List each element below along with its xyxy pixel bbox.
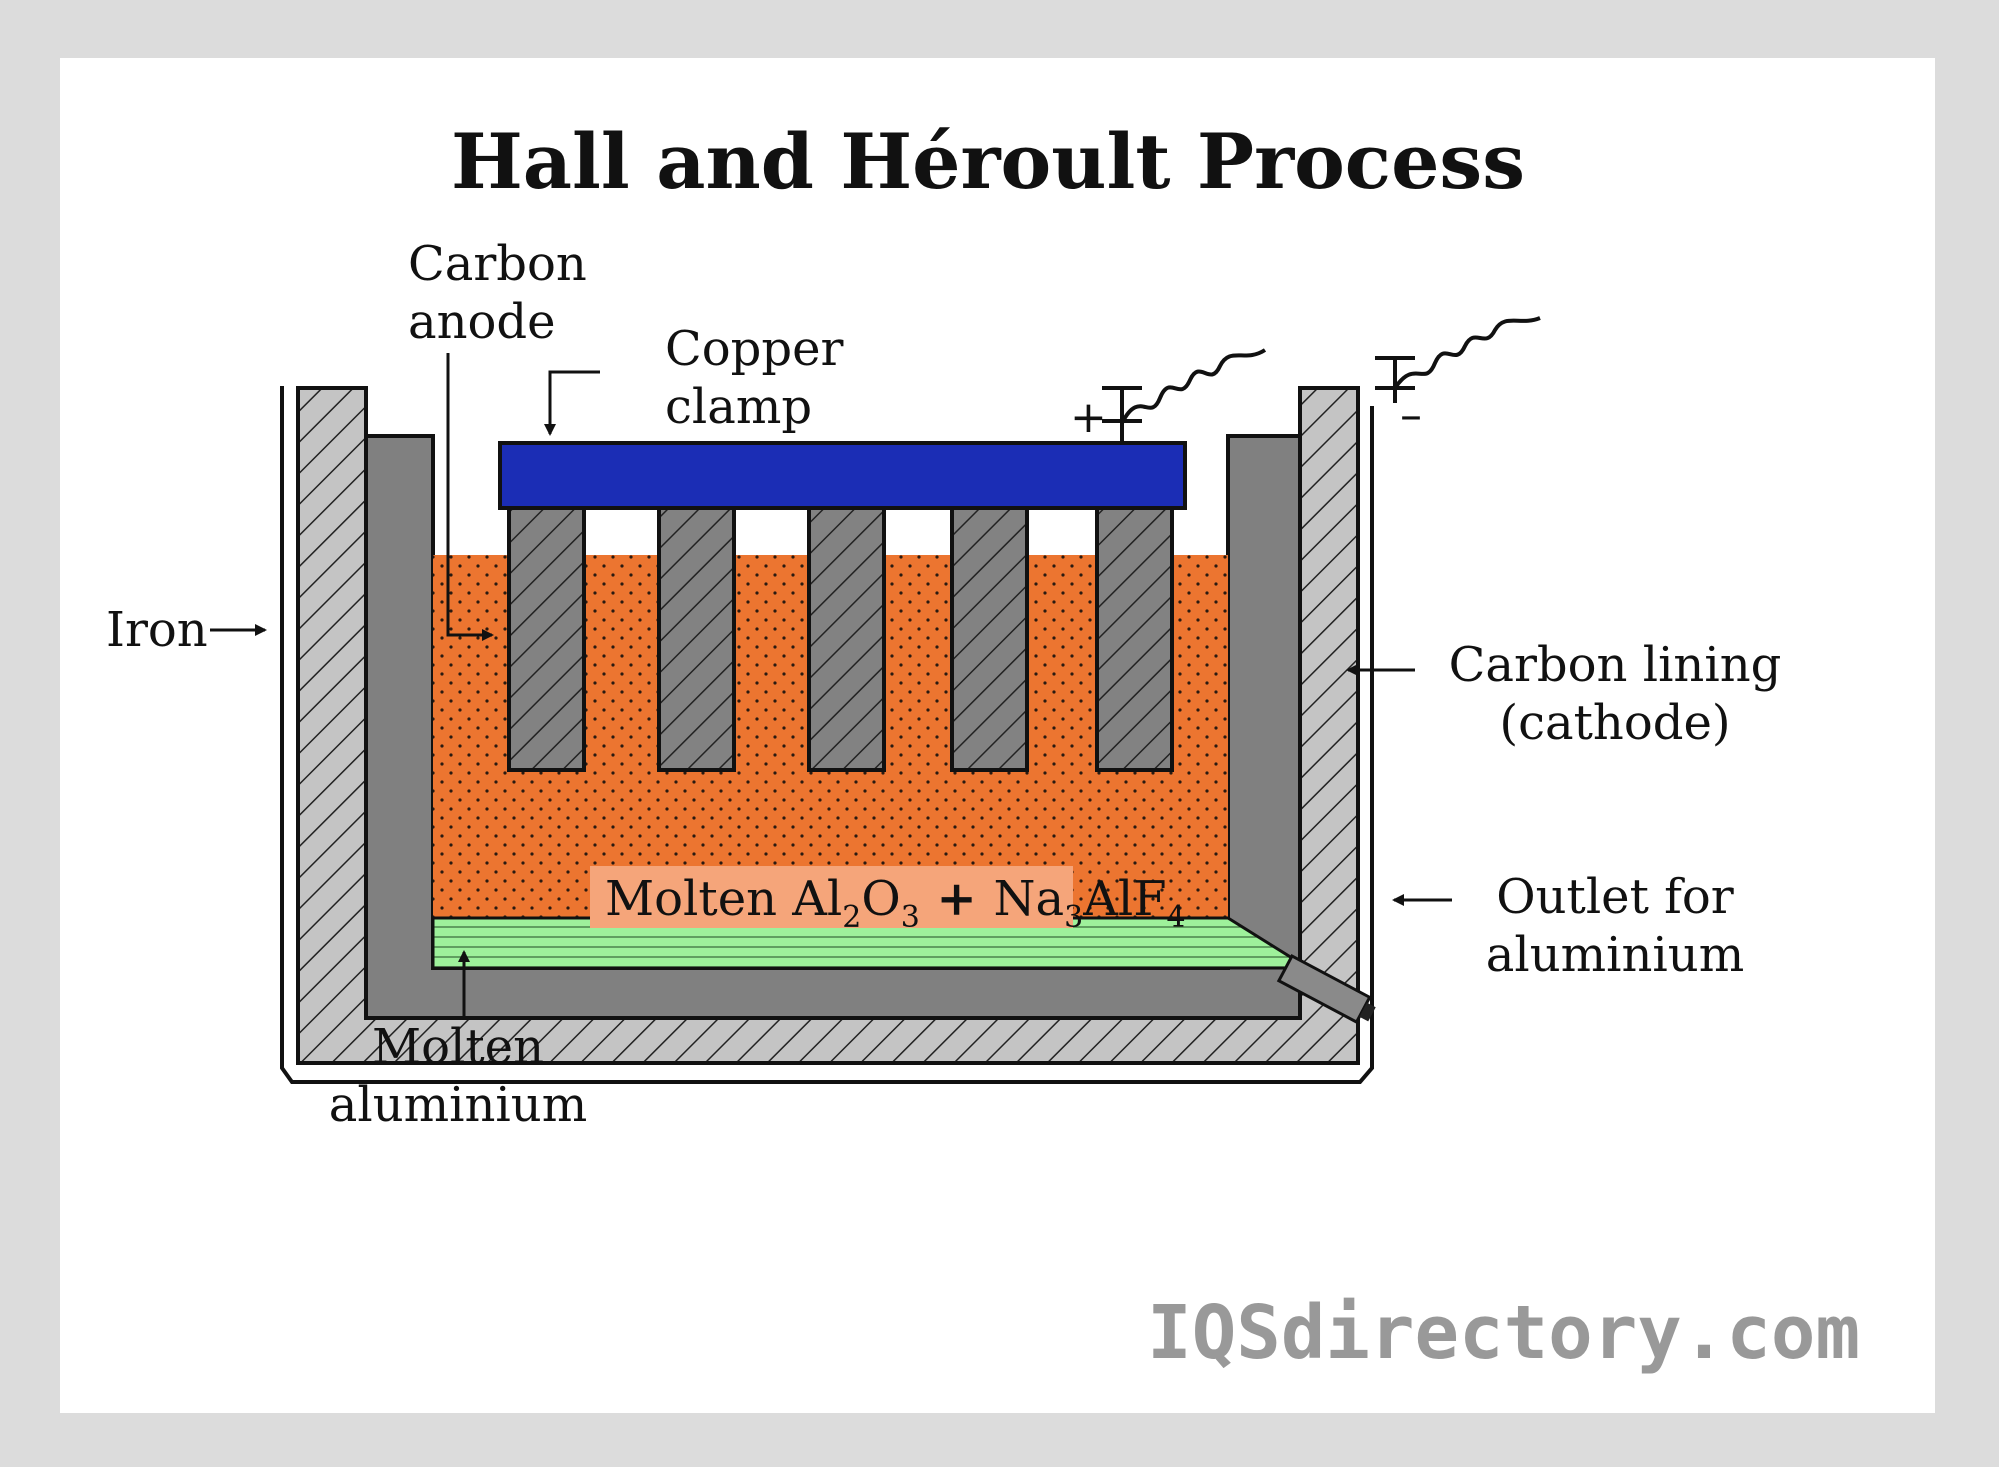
copper-clamp	[498, 441, 1187, 510]
watermark: IQSdirectory.com	[1147, 1290, 1860, 1376]
electrolyte-formula: Molten Al2O3 + Na3AlF4	[605, 871, 1186, 935]
label-iron: Iron	[106, 602, 208, 658]
arrow-carbon-anode	[446, 353, 494, 641]
positive-sign: +	[1070, 392, 1107, 443]
hall-heroult-diagram: Hall and Héroult Process Molten Al2O3 + …	[106, 117, 1860, 1376]
label-carbon-anode-line1: Carbon	[408, 236, 587, 292]
carbon-anode-4	[950, 506, 1029, 772]
outer-shell	[280, 386, 1374, 1084]
label-copper-clamp-line2: clamp	[665, 379, 812, 435]
label-outlet-line1: Outlet for	[1496, 869, 1734, 925]
label-copper-clamp-line1: Copper	[665, 321, 843, 377]
diagram-title: Hall and Héroult Process	[451, 117, 1525, 206]
label-carbon-anode-line2: anode	[408, 294, 556, 350]
positive-terminal	[1102, 348, 1267, 443]
label-carbon-lining-line2: (cathode)	[1499, 695, 1730, 751]
electrolyte-label-box	[590, 866, 1073, 928]
carbon-anode-3	[807, 506, 886, 772]
negative-terminal	[1375, 316, 1541, 403]
label-outlet-line2: aluminium	[1486, 927, 1744, 983]
diagram-canvas: Hall and Héroult Process Molten Al2O3 + …	[60, 58, 1935, 1413]
label-carbon-lining-line1: Carbon lining	[1449, 637, 1782, 693]
label-molten-aluminium-line1: Molten	[372, 1019, 544, 1075]
outlet-tube	[1276, 953, 1376, 1025]
carbon-anode-2	[657, 506, 736, 772]
carbon-anode-5	[1095, 506, 1174, 772]
carbon-anode-1	[507, 506, 586, 772]
label-molten-aluminium-line2: aluminium	[329, 1077, 587, 1133]
negative-sign: –	[1400, 390, 1422, 441]
arrow-copper-clamp	[544, 370, 600, 436]
